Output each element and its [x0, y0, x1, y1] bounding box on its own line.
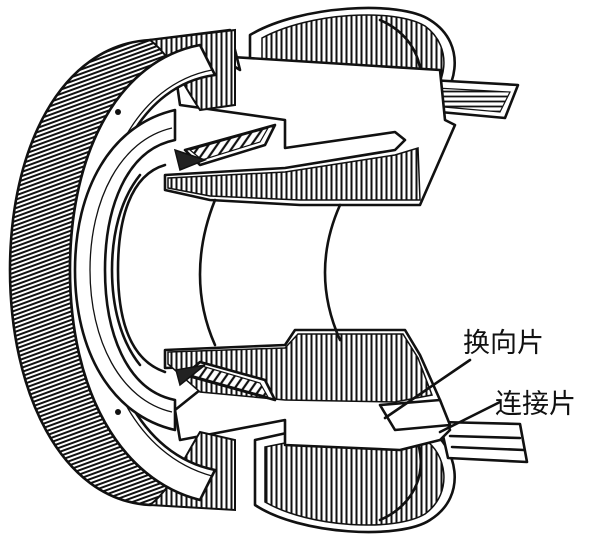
inner-bore	[198, 198, 342, 347]
front-end-ring	[8, 28, 242, 512]
leader-lines	[383, 358, 502, 434]
lower-segment-section	[163, 328, 452, 452]
connecting-strips	[428, 78, 529, 464]
label-connecting-piece: 连接片	[495, 389, 576, 420]
label-commutator-segment: 换向片	[463, 328, 544, 359]
